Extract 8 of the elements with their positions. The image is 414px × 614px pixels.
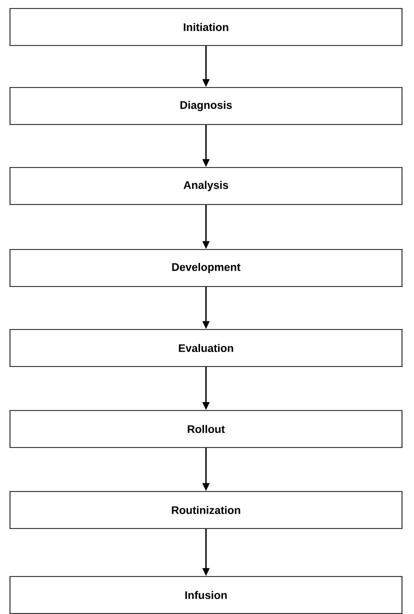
process-box: Routinization [10,491,402,529]
process-box: Rollout [10,410,402,448]
process-box: Diagnosis [10,87,402,125]
process-box: Infusion [10,576,402,614]
process-box: Initiation [10,8,402,46]
process-box: Development [10,249,402,287]
process-box: Analysis [10,167,402,205]
process-box: Evaluation [10,329,402,367]
